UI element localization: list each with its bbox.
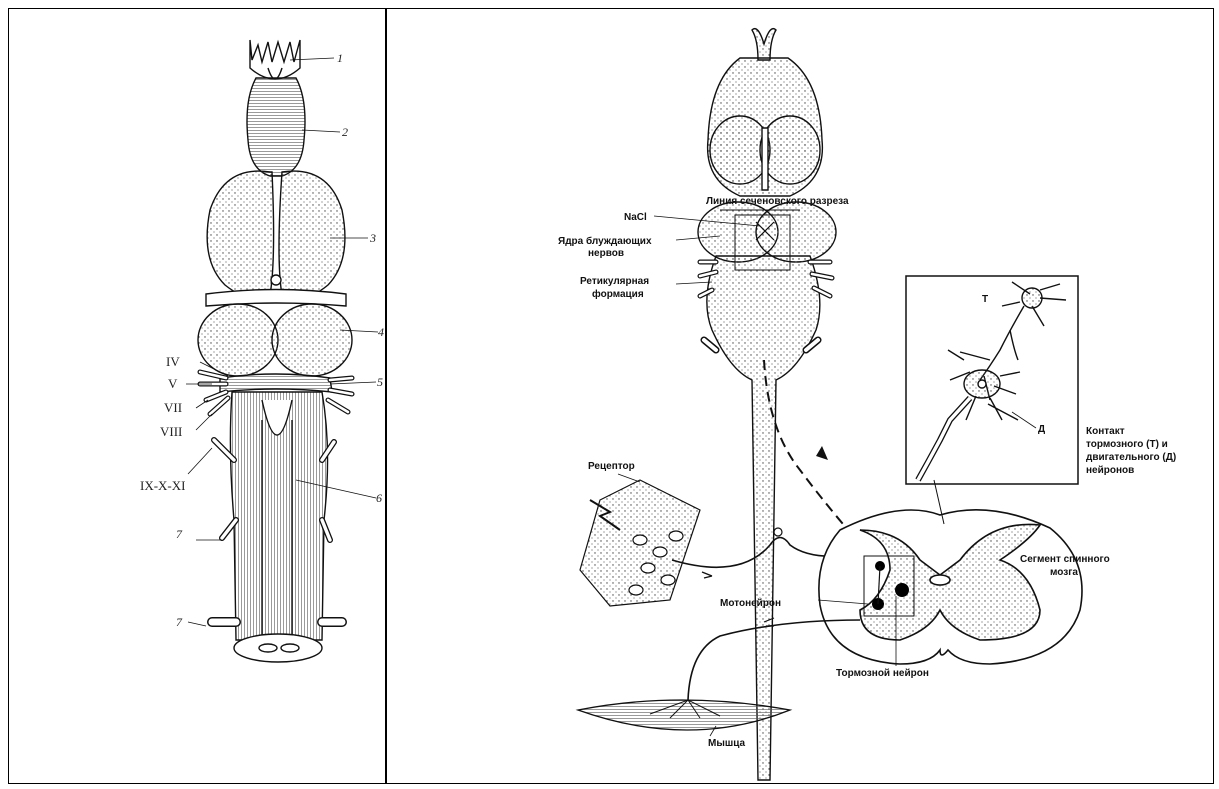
segment-label-1: Сегмент спинного (1020, 554, 1110, 565)
inhibitory-neuron-label: Тормозной нейрон (836, 668, 929, 679)
nerve-viii-label: VIII (160, 424, 182, 439)
ganglion (774, 528, 782, 536)
contact-label-2: тормозного (Т) и (1086, 439, 1168, 450)
spinal-cord-segment (819, 510, 1082, 664)
contact-label-1: Контакт (1086, 426, 1125, 437)
inhibitory-neuron-body (895, 583, 909, 597)
brain-stem-drawing (698, 29, 836, 780)
sechenov-line-label: Линия сеченовского разреза (706, 196, 849, 207)
pathway-arrow (816, 446, 828, 460)
segment-label-2: мозга (1050, 567, 1078, 578)
muscle-label: Мышца (708, 738, 745, 749)
vagus-nuclei-label-2: нервов (588, 248, 624, 259)
motoneuron-label: Мотонейрон (720, 598, 781, 609)
nerve-iv-label: IV (166, 354, 180, 369)
receptor-tissue (580, 480, 700, 606)
label-4: 4 (378, 325, 384, 339)
descending-pathway (764, 360, 862, 546)
reticular-label-2: формация (592, 288, 644, 300)
nerve-vii-label: VII (164, 400, 182, 415)
t-label: Т (982, 294, 988, 305)
label-6: 6 (376, 491, 382, 505)
label-1: 1 (337, 51, 343, 65)
d-label: Д (1038, 424, 1045, 435)
vagus-nuclei-label-1: Ядра блуждающих (558, 235, 652, 247)
label-7b: 7 (176, 615, 183, 629)
contact-label-3: двигательного (Д) (1086, 452, 1176, 463)
nerve-ix-x-xi-label: IX-X-XI (140, 478, 185, 493)
label-3: 3 (369, 231, 376, 245)
label-7a: 7 (176, 527, 183, 541)
label-5: 5 (377, 375, 383, 389)
reticular-label-1: Ретикулярная (580, 276, 649, 287)
nerve-v-label: V (168, 376, 178, 391)
nacl-label: NaCl (624, 212, 647, 223)
frog-brain-drawing (186, 40, 378, 662)
receptor-label: Рецептор (588, 461, 635, 472)
label-2: 2 (342, 125, 348, 139)
contact-label-4: нейронов (1086, 465, 1134, 476)
